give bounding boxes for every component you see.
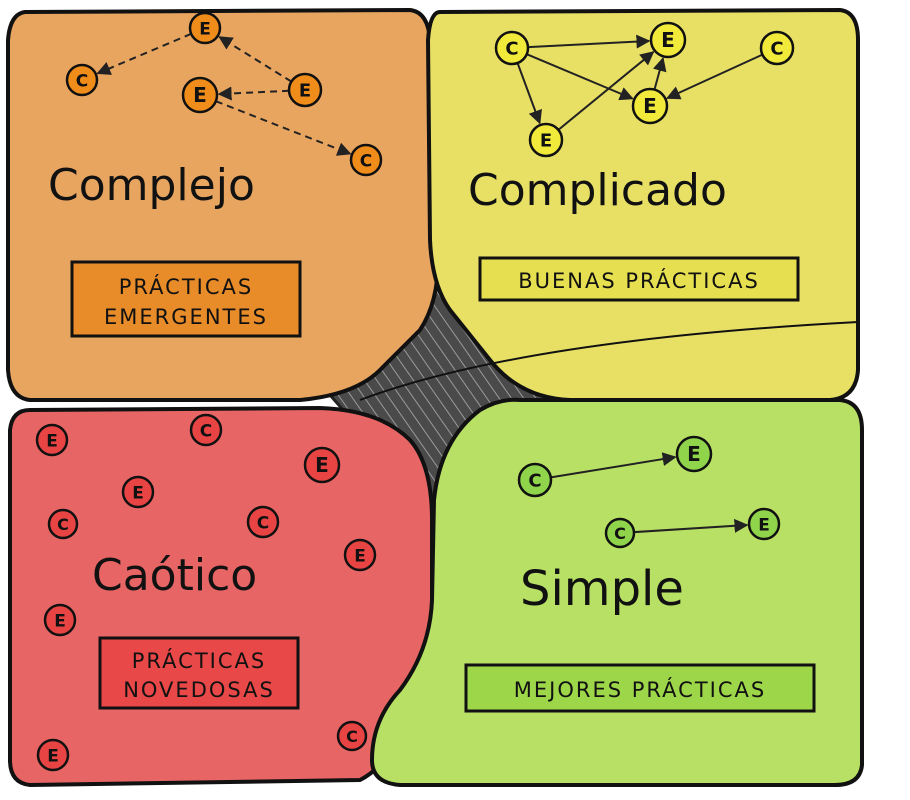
simple-practices-line1: MEJORES PRÁCTICAS bbox=[514, 677, 766, 702]
complicado-effect-node: E bbox=[631, 87, 669, 125]
node-circle bbox=[43, 603, 77, 637]
relation-arrow-7 bbox=[516, 62, 542, 125]
caotico-effect-node: E bbox=[303, 446, 341, 484]
node-circle bbox=[759, 30, 795, 66]
node-circle bbox=[287, 72, 323, 108]
complejo-practices-line2: EMERGENTES bbox=[104, 305, 268, 329]
complejo-effect-node: E bbox=[287, 72, 323, 108]
complejo-effect-node: E bbox=[188, 11, 222, 45]
caotico-effect-node: E bbox=[121, 475, 155, 509]
complejo-effect-node: E bbox=[181, 76, 219, 114]
caotico-cause-node: C bbox=[47, 508, 79, 540]
node-circle bbox=[494, 30, 530, 66]
relation-arrow-4 bbox=[215, 100, 352, 156]
relation-arrow-10 bbox=[652, 56, 667, 90]
complicado-quadrant bbox=[425, 7, 860, 402]
node-label: E bbox=[758, 515, 770, 535]
node-label: E bbox=[299, 81, 311, 102]
node-circle bbox=[47, 508, 79, 540]
caotico-cause-node: C bbox=[336, 720, 368, 752]
complicado-cause-node: C bbox=[494, 30, 530, 66]
complicado-practices-line1: BUENAS PRÁCTICAS bbox=[518, 268, 760, 293]
node-label: E bbox=[540, 131, 552, 152]
node-circle bbox=[604, 517, 636, 549]
node-circle bbox=[181, 76, 219, 114]
node-label: C bbox=[346, 727, 358, 746]
node-circle bbox=[189, 413, 223, 447]
simple-title: Simple bbox=[520, 561, 684, 617]
complejo-practices-line1: PRÁCTICAS bbox=[119, 274, 253, 299]
node-label: C bbox=[505, 39, 518, 60]
node-circle bbox=[246, 505, 280, 539]
caotico-effect-node: E bbox=[43, 603, 77, 637]
node-label: E bbox=[199, 19, 211, 39]
node-circle bbox=[336, 720, 368, 752]
node-circle bbox=[188, 11, 222, 45]
relation-arrow-12 bbox=[633, 518, 749, 534]
complejo-cause-node: C bbox=[65, 63, 99, 97]
node-label: E bbox=[54, 611, 66, 631]
caotico-practices-line2: NOVEDOSAS bbox=[123, 678, 275, 702]
complicado-practices-box bbox=[478, 256, 800, 302]
simple-effect-node: E bbox=[675, 435, 713, 473]
complicado-title: Complicado bbox=[468, 165, 727, 216]
complicado-effect-node: E bbox=[649, 21, 687, 59]
complicado-cause-node: C bbox=[759, 30, 795, 66]
node-label: C bbox=[76, 71, 88, 91]
caotico-title: Caótico bbox=[92, 550, 257, 601]
node-label: C bbox=[614, 524, 626, 543]
node-label: C bbox=[770, 39, 783, 60]
node-label: E bbox=[643, 94, 657, 118]
node-circle bbox=[649, 21, 687, 59]
relation-arrow-6 bbox=[526, 53, 634, 101]
caotico-practices-box bbox=[98, 636, 300, 710]
node-circle bbox=[528, 122, 564, 158]
node-label: C bbox=[57, 515, 69, 534]
node-label: E bbox=[46, 431, 58, 451]
node-circle bbox=[631, 87, 669, 125]
node-label: E bbox=[661, 28, 675, 52]
relation-arrow-1 bbox=[96, 32, 192, 75]
relation-arrow-5 bbox=[527, 34, 651, 49]
node-circle bbox=[343, 538, 377, 572]
node-circle bbox=[121, 475, 155, 509]
node-circle bbox=[349, 143, 383, 177]
node-label: E bbox=[47, 746, 59, 766]
simple-effect-node: E bbox=[747, 507, 781, 541]
node-circle bbox=[35, 423, 69, 457]
node-circle bbox=[36, 738, 70, 772]
node-label: E bbox=[315, 453, 329, 477]
simple-practices-box bbox=[464, 663, 816, 713]
complejo-title: Complejo bbox=[48, 160, 255, 211]
node-circle bbox=[747, 507, 781, 541]
complejo-cause-node: C bbox=[349, 143, 383, 177]
complicado-effect-node: E bbox=[528, 122, 564, 158]
relation-arrow-11 bbox=[550, 452, 677, 479]
node-label: C bbox=[528, 471, 541, 492]
node-circle bbox=[65, 63, 99, 97]
caotico-effect-node: E bbox=[35, 423, 69, 457]
caotico-effect-node: E bbox=[343, 538, 377, 572]
node-label: C bbox=[257, 513, 269, 533]
node-circle bbox=[303, 446, 341, 484]
node-label: E bbox=[132, 483, 144, 503]
node-label: E bbox=[354, 546, 366, 566]
node-label: C bbox=[360, 151, 372, 171]
simple-cause-node: C bbox=[517, 462, 553, 498]
node-label: C bbox=[200, 421, 212, 441]
simple-cause-node: C bbox=[604, 517, 636, 549]
complejo-practices-box bbox=[70, 260, 302, 338]
node-circle bbox=[517, 462, 553, 498]
caotico-cause-node: C bbox=[189, 413, 223, 447]
caotico-practices-line1: PRÁCTICAS bbox=[132, 648, 266, 673]
node-label: E bbox=[687, 442, 701, 466]
relation-arrow-8 bbox=[557, 51, 655, 131]
caotico-cause-node: C bbox=[246, 505, 280, 539]
relation-arrow-9 bbox=[666, 53, 763, 100]
node-circle bbox=[675, 435, 713, 473]
caotico-effect-node: E bbox=[36, 738, 70, 772]
relation-arrow-2 bbox=[218, 36, 292, 83]
node-label: E bbox=[193, 83, 207, 107]
